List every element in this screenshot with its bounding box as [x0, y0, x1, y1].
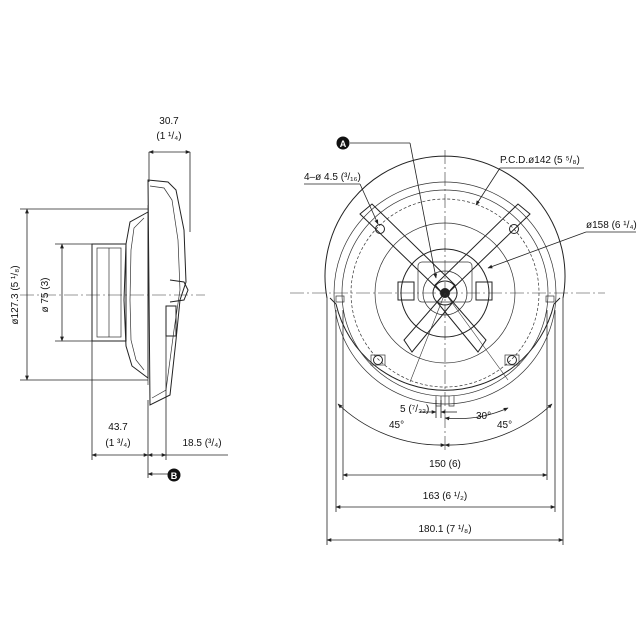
ref-a-arrow	[409, 142, 438, 279]
angle-30-label: 30°	[476, 411, 491, 422]
mount-hole-icon	[507, 355, 517, 365]
dim-163-label: 163 (6 ¹/₂)	[423, 491, 467, 502]
tweeter-housing	[417, 261, 473, 303]
basket-frame	[123, 211, 149, 379]
pcd-label: P.C.D.ø142 (5 ⁵/₈)	[500, 155, 580, 166]
angle-30-arc	[444, 407, 509, 421]
ref-b-badge	[167, 468, 181, 482]
magnet	[91, 243, 127, 342]
angle-45-right-arc	[444, 403, 553, 448]
slot-label: 5 (⁷/₃₂)	[400, 404, 429, 415]
outer-dia-label: ø158 (6 ¹/₄)	[586, 220, 637, 231]
dim-30-7-value: 30.7	[159, 116, 179, 127]
dim-18-5-label: 18.5 (³/₄)	[182, 438, 221, 449]
tweeter-pod	[165, 305, 177, 337]
mount-lug	[504, 354, 520, 366]
holes-leader	[359, 183, 379, 225]
angle-45-left-label: 45°	[389, 420, 404, 431]
side-tab-right	[475, 281, 493, 301]
flange-inner-edge	[149, 185, 181, 399]
pcd-leader	[475, 167, 501, 206]
bridge-arm-ur	[434, 203, 531, 297]
mount-lug	[370, 354, 386, 366]
tweeter-bracket	[169, 279, 189, 303]
tweeter-dome	[432, 280, 458, 306]
hole-axis	[444, 292, 509, 381]
outer-dia-leader	[487, 231, 587, 269]
outer-frame-lower	[329, 297, 561, 391]
dim-127-label: ø127.3 (5 ¹/₈)	[10, 265, 21, 324]
front-flange	[147, 179, 187, 406]
side-tab-left	[397, 281, 415, 301]
edge-lug	[335, 295, 345, 303]
tweeter-outer	[422, 270, 468, 316]
bridge-arm-ul	[359, 203, 456, 297]
dim-30-7-imperial: (1 ¹/₄)	[156, 131, 181, 142]
cone-mid	[374, 222, 516, 364]
mount-hole-icon	[509, 224, 519, 234]
angle-45-right-label: 45°	[497, 420, 512, 431]
basket-rib	[129, 217, 145, 371]
angle-45-left-arc	[337, 403, 446, 448]
dust-cap-ring	[400, 248, 490, 338]
dim-150-label: 150 (6)	[429, 459, 461, 470]
ref-a-text: A	[340, 139, 347, 149]
cone-edge	[341, 189, 549, 397]
dim-43-7-imperial: (1 ³/₄)	[105, 438, 130, 449]
side-view: 30.7 (1 ¹/₄) ø127.3 (5 ¹/₈) ø 75 (3) 43.…	[10, 116, 228, 482]
hole-axis	[409, 292, 446, 383]
edge-lug	[545, 295, 555, 303]
dim-180-label: 180.1 (7 ¹/₈)	[418, 524, 471, 535]
holes-label: 4–ø 4.5 (³/₁₆)	[304, 172, 361, 183]
ref-a-badge	[336, 136, 350, 150]
dim-75-label: ø 75 (3)	[40, 277, 51, 312]
mount-hole-icon	[375, 224, 385, 234]
pcd-circle	[350, 198, 540, 388]
mount-hole-icon	[373, 355, 383, 365]
dim-43-7-value: 43.7	[108, 422, 128, 433]
outer-frame	[324, 155, 566, 299]
front-view: A 4–ø 4.5 (³/₁₆) P.C.D.ø142 (5 ⁵/₈) ø158…	[290, 136, 637, 545]
ref-b-text: B	[171, 471, 178, 481]
